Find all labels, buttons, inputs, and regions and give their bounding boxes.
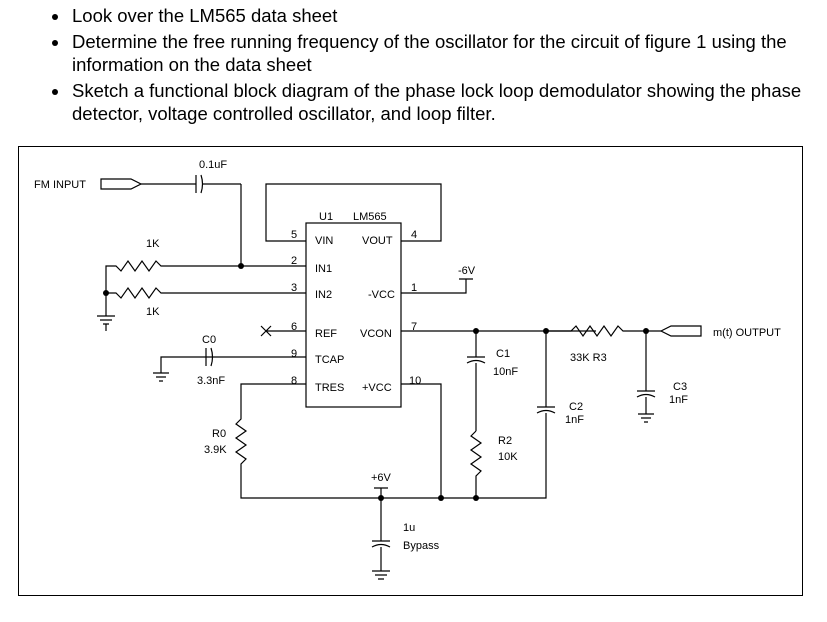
r2-name: R2 — [498, 435, 512, 447]
wire — [401, 278, 473, 294]
no-connect — [260, 325, 306, 337]
pin-number: 8 — [291, 375, 297, 387]
r0-value: 3.9K — [204, 444, 227, 456]
c2-name: C2 — [569, 401, 583, 413]
resistor-symbol — [469, 430, 483, 498]
instruction-item: Look over the LM565 data sheet — [70, 4, 827, 27]
cin-label: 0.1uF — [199, 159, 227, 171]
pin-number: 9 — [291, 348, 297, 360]
r2-value: 10K — [498, 451, 518, 463]
capacitor-symbol — [195, 174, 241, 194]
schematic-figure: FM INPUT 0.1uF U1 LM565 VIN VOUT IN1 IN2… — [18, 146, 803, 596]
pin-number: 7 — [411, 321, 417, 333]
fm-input-label: FM INPUT — [34, 179, 86, 191]
pin-number: 3 — [291, 282, 297, 294]
c3-value: 1nF — [669, 394, 688, 406]
pin-vin: VIN — [315, 235, 333, 247]
resistor-symbol — [106, 286, 306, 300]
r1-label: 1K — [146, 238, 160, 250]
lm565-chip — [305, 222, 402, 408]
instruction-list: Look over the LM565 data sheet Determine… — [40, 4, 827, 128]
capacitor-symbol — [636, 331, 656, 423]
pin-number: 5 — [291, 229, 297, 241]
supply-neg: -6V — [458, 265, 476, 277]
capacitor-symbol — [476, 331, 556, 499]
supply-pos: +6V — [371, 472, 392, 484]
c3-name: C3 — [673, 381, 687, 393]
capacitor-symbol — [153, 347, 306, 382]
resistor-symbol — [105, 259, 306, 293]
ic-part: LM565 — [353, 211, 387, 223]
pin-number: 4 — [411, 229, 417, 241]
bypass-capacitor — [371, 487, 391, 580]
capacitor-symbol — [466, 331, 486, 431]
input-port-symbol — [100, 178, 143, 190]
pin-tres: TRES — [315, 382, 344, 394]
pin-tcap: TCAP — [315, 354, 344, 366]
pin-vcc-pos: +VCC — [362, 382, 392, 394]
pin-vcc-neg: -VCC — [368, 289, 395, 301]
c0-name: C0 — [202, 334, 216, 346]
c0-value: 3.3nF — [197, 375, 225, 387]
feedback-wire — [265, 183, 442, 242]
c1-value: 10nF — [493, 366, 518, 378]
resistor-symbol — [546, 324, 661, 338]
resistor-symbol — [234, 383, 476, 499]
output-label: m(t) OUTPUT — [713, 327, 781, 339]
pin-in2: IN2 — [315, 289, 332, 301]
pin-in1: IN1 — [315, 263, 332, 275]
instruction-item: Sketch a functional block diagram of the… — [70, 79, 827, 125]
output-port-symbol — [659, 325, 702, 337]
c2-value: 1nF — [565, 414, 584, 426]
instruction-item: Determine the free running frequency of … — [70, 30, 827, 76]
schematic-svg: FM INPUT 0.1uF U1 LM565 VIN VOUT IN1 IN2… — [34, 159, 781, 580]
pin-vcon: VCON — [360, 328, 392, 340]
r3-label: 33K R3 — [570, 352, 607, 364]
r2in-label: 1K — [146, 306, 160, 318]
bypass-value: 1u — [403, 522, 415, 534]
c1-name: C1 — [496, 348, 510, 360]
pin-vout: VOUT — [362, 235, 393, 247]
pin-number: 10 — [409, 375, 421, 387]
pin-ref: REF — [315, 328, 337, 340]
ic-ref: U1 — [319, 211, 333, 223]
bypass-name: Bypass — [403, 540, 440, 552]
wire — [401, 383, 442, 498]
pin-number: 2 — [291, 255, 297, 267]
pin-number: 1 — [411, 282, 417, 294]
ground-symbol — [97, 293, 115, 331]
pin-number: 6 — [291, 321, 297, 333]
junction-dot — [438, 495, 444, 501]
r0-name: R0 — [212, 428, 226, 440]
